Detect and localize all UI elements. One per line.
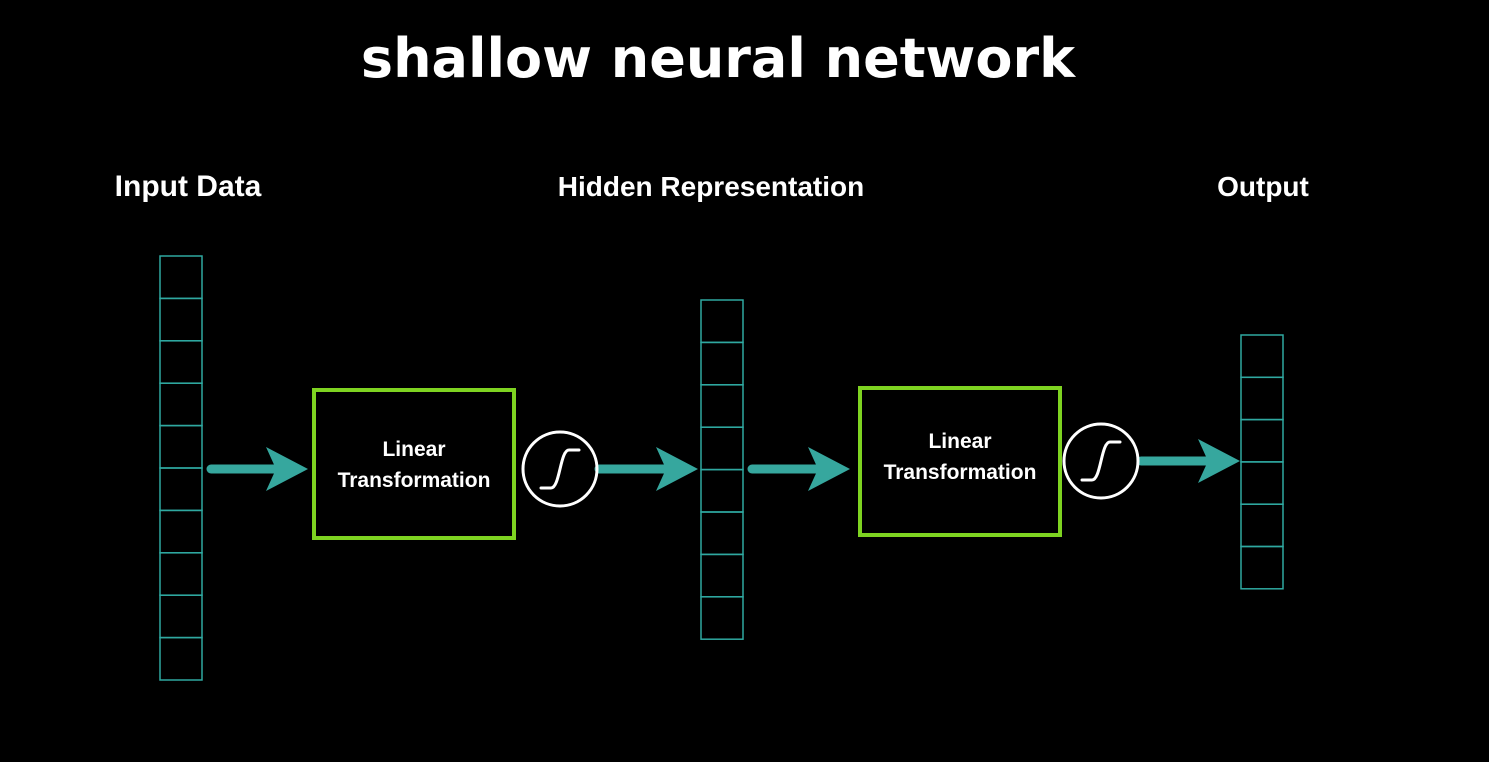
hidden-vector-cell: [700, 426, 744, 471]
output-vector-cell: [1240, 461, 1284, 505]
linear-transformation-box-1: Linear Transformation: [312, 388, 516, 540]
input-vector-cell: [159, 424, 203, 469]
input-vector-cell: [159, 509, 203, 554]
transform2-label-line2: Transformation: [884, 461, 1037, 484]
hidden-vector-cell: [700, 553, 744, 598]
arrow-input-to-transform1: [206, 447, 308, 491]
hidden-vector-cell: [700, 341, 744, 386]
input-vector-cell: [159, 340, 203, 384]
output-vector-cell: [1240, 376, 1284, 421]
output-label: Output: [1217, 171, 1309, 202]
output-vector-cell: [1240, 545, 1284, 590]
input-data-label: Input Data: [115, 170, 262, 203]
input-vector-cell: [159, 255, 203, 300]
hidden-vector: [700, 299, 744, 640]
arrow-activation2-to-output: [1136, 439, 1240, 483]
transform1-label-line2: Transformation: [338, 469, 491, 492]
diagram-title: shallow neural network: [361, 27, 1076, 90]
sigmoid-icon: [1062, 422, 1140, 500]
hidden-vector-cell: [700, 468, 744, 513]
input-vector-cell: [159, 552, 203, 596]
input-vector: [159, 255, 203, 681]
arrow-hidden-to-transform2: [747, 447, 850, 491]
hidden-representation-label: Hidden Representation: [558, 171, 864, 202]
transform2-label-line1: Linear: [928, 430, 991, 453]
input-vector-cell: [159, 382, 203, 427]
output-vector-cell: [1240, 503, 1284, 548]
input-vector-cell: [159, 636, 203, 681]
linear-transformation-box-2: Linear Transformation: [858, 386, 1062, 537]
output-vector-cell: [1240, 334, 1284, 379]
hidden-vector-cell: [700, 596, 744, 640]
hidden-vector-cell: [700, 299, 744, 344]
hidden-vector-cell: [700, 384, 744, 428]
arrow-activation1-to-hidden: [594, 447, 698, 491]
transform1-label-line1: Linear: [382, 438, 445, 461]
input-vector-cell: [159, 594, 203, 639]
input-vector-cell: [159, 297, 203, 342]
hidden-vector-cell: [700, 511, 744, 556]
sigmoid-icon: [521, 430, 599, 508]
output-vector: [1240, 334, 1284, 590]
output-vector-cell: [1240, 418, 1284, 463]
input-vector-cell: [159, 467, 203, 512]
